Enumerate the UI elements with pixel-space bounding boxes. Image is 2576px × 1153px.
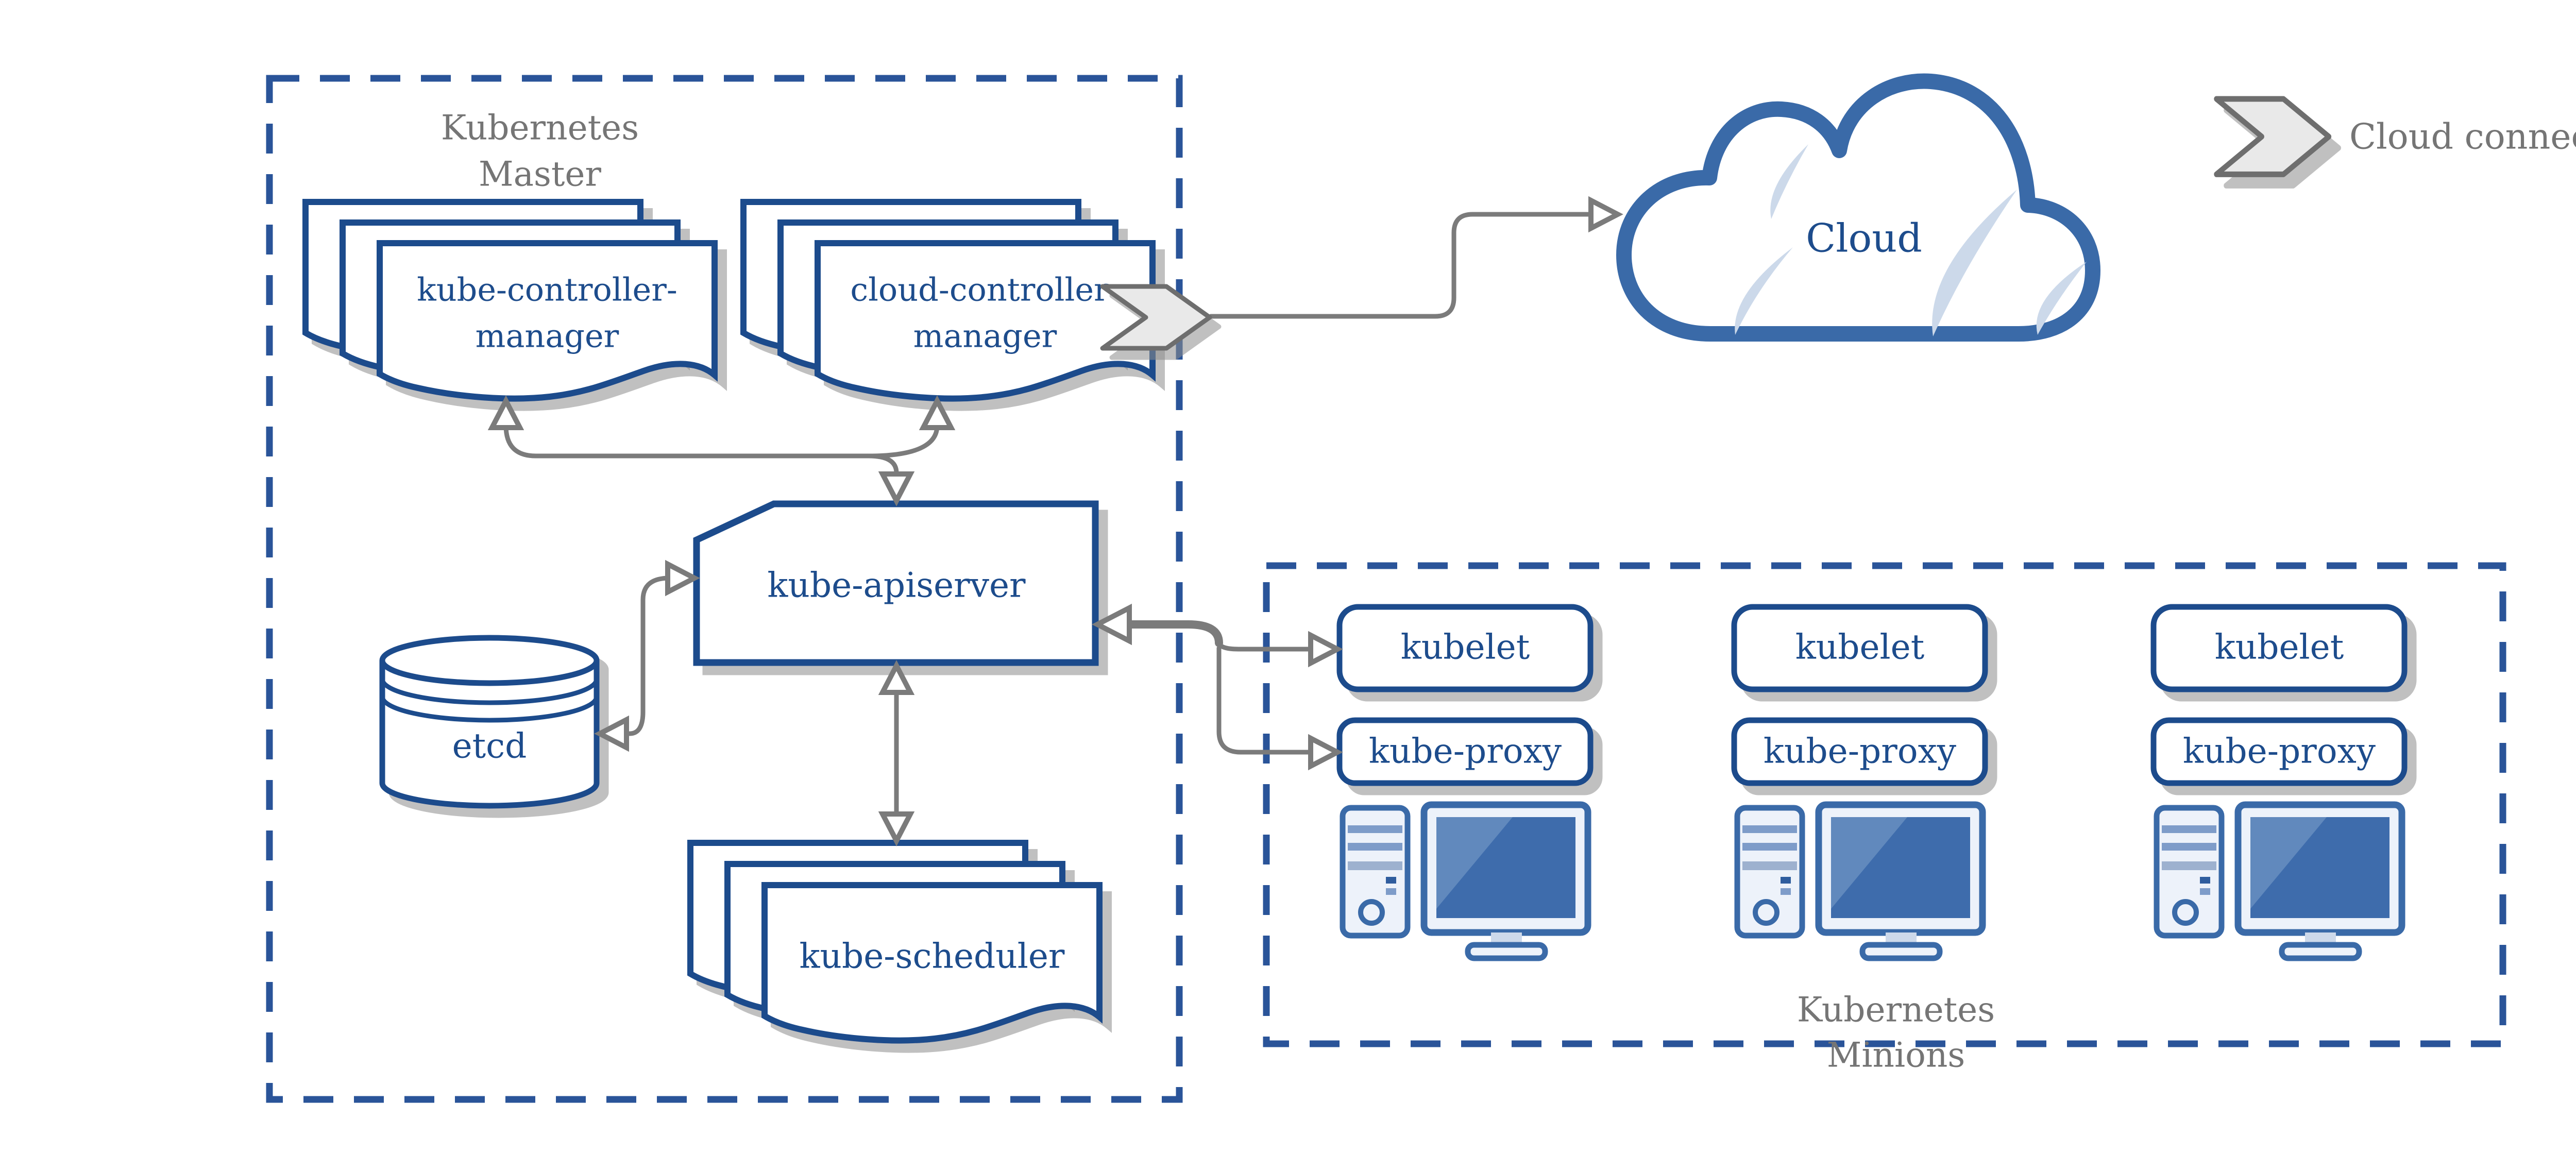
workstation-icon [2157, 805, 2402, 958]
etcd-node: etcd [379, 635, 600, 809]
kubelet-label: kubelet [2215, 628, 2344, 667]
minions-label-line1: Kubernetes [1797, 990, 1995, 1030]
cloud-controller-manager-label-line2: manager [913, 317, 1057, 355]
connector-lines [503, 212, 1594, 818]
cloud-controller-manager-label-line1: cloud-controller- [850, 271, 1120, 309]
kubernetes-minions-box [1263, 562, 2506, 1047]
kube-controller-manager-node: kube-controller- manager [306, 202, 715, 399]
cloud-streak [1770, 144, 1808, 219]
master-label-line2: Master [479, 155, 601, 194]
arrowhead-up-icon [878, 660, 915, 695]
kube-proxy-label: kube-proxy [1764, 732, 1957, 771]
kubelet-label: kubelet [1795, 628, 1925, 667]
arrowhead-right-icon [1308, 734, 1343, 771]
cloud-shape [1616, 73, 2100, 342]
arrowhead-down-icon [878, 811, 915, 846]
arrowhead-right-icon [1308, 631, 1343, 668]
kube-proxy-label: kube-proxy [2183, 732, 2376, 771]
arrowhead-down-icon [878, 471, 915, 506]
arrowhead-left-icon [594, 715, 629, 752]
cloud-connector-legend-icon [2216, 99, 2329, 174]
connector-branch-kubelet [1216, 639, 1313, 652]
kube-controller-manager-label-line2: manager [476, 317, 619, 355]
kube-scheduler-label: kube-scheduler [800, 937, 1065, 976]
connector-controllers-to-apiserver [503, 423, 899, 476]
connector-apiserver-etcd [625, 575, 672, 736]
arrowhead-right-icon [665, 559, 700, 597]
minion-node-column-3: kubelet kube-proxy [2150, 604, 2408, 958]
connector-to-cloud [1208, 212, 1594, 319]
kube-apiserver-node: kube-apiserver [693, 500, 1099, 666]
cloud-streak [2036, 262, 2087, 335]
connector-branch-kube-proxy [1216, 646, 1313, 755]
kube-scheduler-node: kube-scheduler [690, 843, 1099, 1041]
arrowhead-up-icon [919, 395, 956, 430]
legend: Cloud connector [2216, 99, 2576, 174]
minion-node-column-1: kubelet kube-proxy [1336, 604, 1594, 958]
workstation-icon [1343, 805, 1588, 958]
legend-label: Cloud connector [2349, 117, 2576, 158]
cloud-label: Cloud [1806, 215, 1922, 261]
arrowheads [487, 196, 1623, 846]
arrowhead-right-icon [1588, 196, 1623, 233]
cloud-node: Cloud [1616, 73, 2100, 342]
master-label-line1: Kubernetes [441, 108, 639, 148]
arrowhead-left-icon [1092, 603, 1132, 646]
kube-proxy-label: kube-proxy [1369, 732, 1562, 771]
minions-label-line2: Minions [1827, 1036, 1965, 1075]
kube-apiserver-label: kube-apiserver [767, 566, 1026, 605]
workstation-icon [1737, 805, 1982, 958]
connector-controllers-right-arm [866, 423, 940, 459]
kubernetes-master-box [266, 75, 1183, 1103]
arrowhead-up-icon [487, 395, 524, 430]
cloud-controller-manager-node: cloud-controller- manager [743, 202, 1153, 399]
minion-node-column-2: kubelet kube-proxy [1731, 604, 1988, 958]
etcd-label: etcd [452, 726, 527, 766]
kube-controller-manager-label-line1: kube-controller- [417, 271, 677, 309]
kubelet-label: kubelet [1401, 628, 1530, 667]
connector-apiserver-minions-trunk [1125, 620, 1223, 647]
